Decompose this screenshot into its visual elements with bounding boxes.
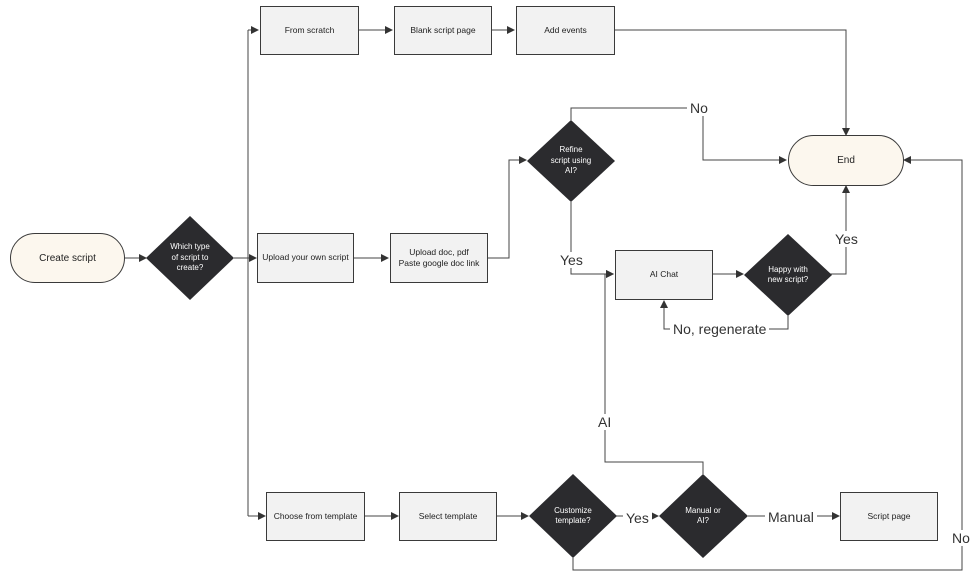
box-from-scratch: From scratch — [260, 6, 359, 55]
decision-manual-or-ai — [659, 474, 748, 558]
edge-happy-yes-to-end — [830, 185, 850, 275]
decision-customize — [529, 474, 617, 558]
box-add-events: Add events — [516, 6, 615, 55]
decision-happy — [744, 234, 832, 316]
label-manual: Manual — [765, 509, 817, 525]
edge-doc-to-refine — [488, 156, 527, 259]
box-script-page: Script page — [840, 492, 938, 541]
label-happy-no-regenerate: No, regenerate — [670, 321, 770, 337]
box-select-template: Select template — [399, 492, 497, 541]
decision-refine-ai-text: Refine script using AI? — [550, 145, 592, 176]
edge-refine-yes-to-chat — [570, 202, 614, 278]
decision-manual-or-ai-text: Manual or AI? — [685, 505, 721, 525]
decision-customize-text: Customize template? — [554, 505, 592, 525]
label-refine-no: No — [687, 100, 711, 116]
box-choose-template: Choose from template — [266, 492, 365, 541]
decision-which-type-text: Which type of script to create? — [170, 242, 210, 273]
edge-customize-no-to-end — [572, 156, 963, 571]
label-customize-yes: Yes — [623, 510, 652, 526]
edge-ai-to-chat — [604, 270, 704, 474]
label-customize-no: No — [949, 530, 973, 546]
box-ai-chat: AI Chat — [615, 250, 713, 300]
decision-which-type — [146, 216, 234, 300]
label-happy-yes: Yes — [832, 231, 861, 247]
edge-events-to-end — [615, 29, 850, 136]
label-refine-yes: Yes — [557, 252, 586, 268]
start-create-script: Create script — [10, 233, 125, 283]
end-node: End — [788, 135, 904, 186]
label-ai: AI — [595, 414, 615, 430]
decision-happy-text: Happy with new script? — [767, 264, 809, 284]
box-upload-doc: Upload doc, pdf Paste google doc link — [390, 233, 488, 283]
box-upload-own-script: Upload your own script — [257, 233, 354, 283]
decision-refine-ai — [527, 120, 615, 202]
box-blank-script-page: Blank script page — [394, 6, 492, 55]
